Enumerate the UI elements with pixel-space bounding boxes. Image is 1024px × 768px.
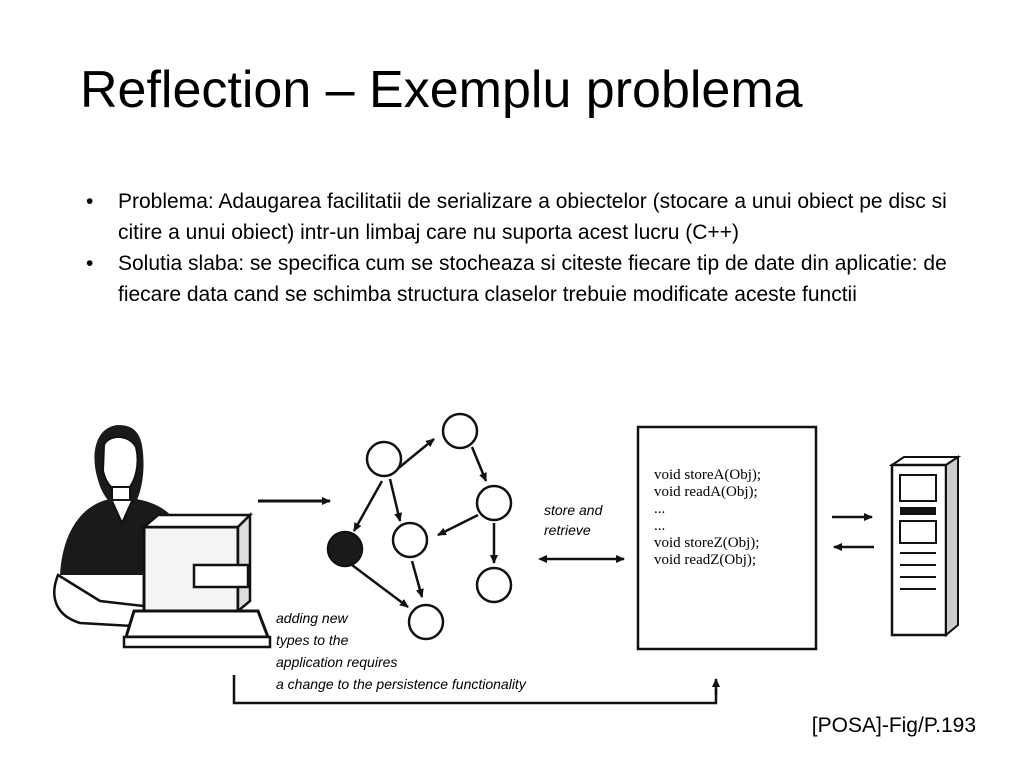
bullet-item: • Solutia slaba: se specifica cum se stoc…	[80, 248, 960, 310]
persistence-change-note: adding new types to the application requ…	[276, 610, 527, 692]
persistence-code-panel	[636, 425, 818, 651]
slide-title: Reflection – Exemplu problema	[80, 61, 803, 119]
code-line: void storeZ(Obj);	[654, 535, 759, 551]
figure-caption: [POSA]-Fig/P.193	[811, 714, 976, 737]
code-line: ...	[654, 501, 665, 517]
store-retrieve-label: retrieve	[544, 522, 591, 538]
user-at-computer-illustration	[53, 425, 272, 649]
code-line: void storeA(Obj);	[654, 467, 761, 483]
bullet-list: • Problema: Adaugarea facilitatii de seri…	[80, 186, 960, 310]
note-line: types to the	[276, 632, 349, 648]
bullet-text: Problema: Adaugarea facilitatii de seria…	[118, 190, 947, 244]
store-retrieve-label: store and	[544, 502, 604, 518]
code-line: void readZ(Obj);	[654, 552, 756, 568]
code-line: void readA(Obj);	[654, 484, 758, 500]
bullet-item: • Problema: Adaugarea facilitatii de seri…	[80, 186, 960, 248]
bullet-glyph: •	[86, 190, 94, 213]
persistence-code: void storeA(Obj); void readA(Obj); ... .…	[654, 467, 761, 568]
note-line: a change to the persistence functionalit…	[276, 676, 527, 692]
note-line: application requires	[276, 654, 397, 670]
object-graph	[326, 412, 513, 641]
disk-storage-illustration	[888, 455, 962, 638]
bullet-text: Solutia slaba: se specifica cum se stoch…	[118, 252, 947, 306]
code-line: ...	[654, 518, 665, 534]
note-line: adding new	[276, 610, 349, 626]
bullet-glyph: •	[86, 252, 94, 275]
persistence-figure: store and retrieve void storeA(Obj); voi…	[53, 412, 962, 705]
